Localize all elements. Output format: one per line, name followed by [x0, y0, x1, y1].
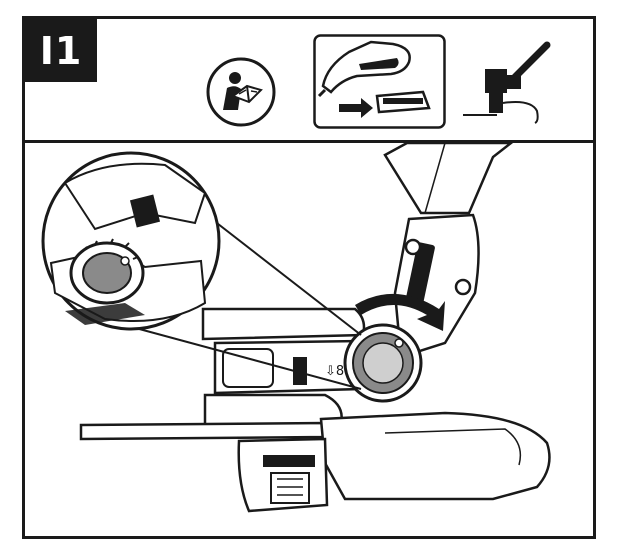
edging-mode-icon [461, 41, 571, 131]
trimmer-illustration: Dewalt ⇩8 [25, 143, 593, 536]
remove-battery-icon [313, 34, 446, 129]
header-strip: I1 [25, 19, 593, 143]
read-manual-icon [205, 56, 277, 128]
svg-text:⇩8: ⇩8 [325, 364, 344, 379]
step-label: I1 [39, 28, 83, 73]
instruction-panel: I1 [22, 16, 596, 539]
step-badge: I1 [25, 19, 97, 82]
